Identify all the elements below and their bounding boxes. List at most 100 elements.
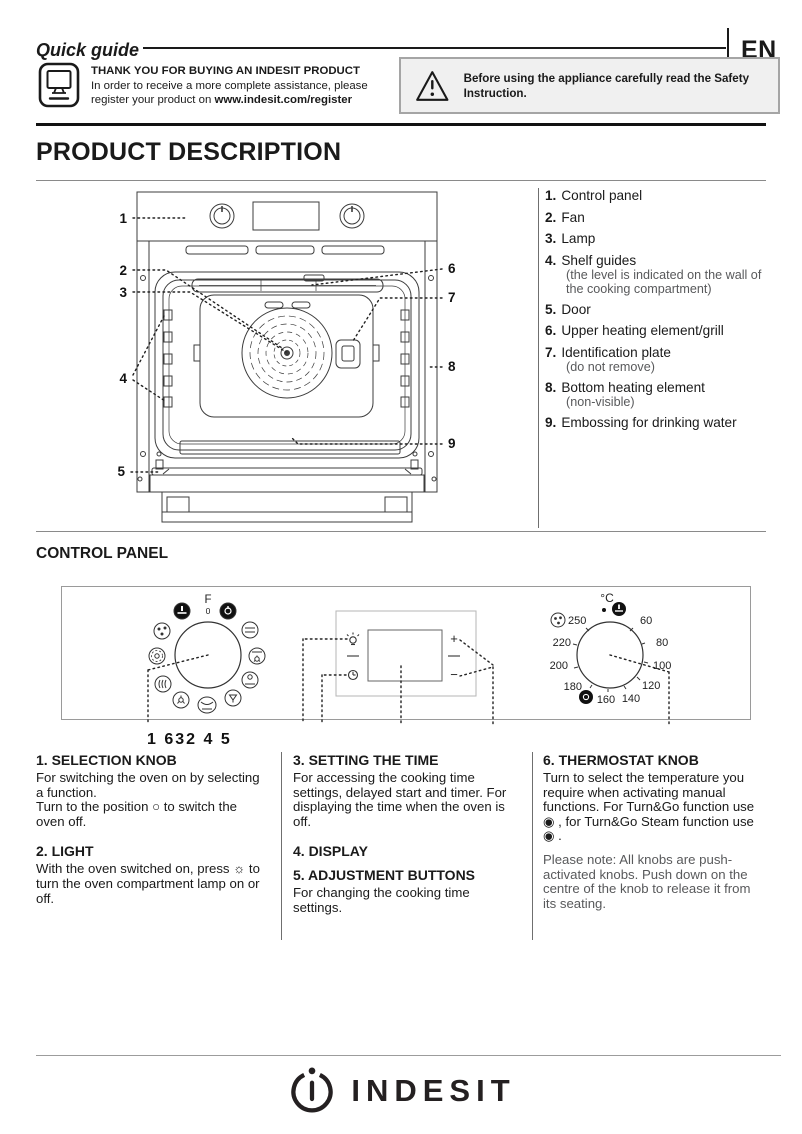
temp-250: 250 [568,615,586,627]
list-item: 9.Embossing for drinking water [545,415,765,432]
temp-220: 220 [553,637,571,649]
list-item: 2.Fan [545,210,765,227]
temp-200: 200 [550,660,568,672]
bottom-heat-fan-function-icon [241,671,259,689]
item-note: (do not remove) [566,360,655,375]
section-heading: 1. SELECTION KNOB [36,752,177,768]
shelf-guides [163,309,410,408]
register-url: www.indesit.com/register [214,94,353,106]
thermostat-ticks [572,627,649,692]
section-rule-thick [36,123,766,126]
callout-5: 5 [117,464,125,479]
oven-control-panel [136,191,438,242]
function-label: F [204,594,211,606]
list-item: 5.Door [545,302,765,319]
celsius-label: °C [600,591,614,605]
page-title: Quick guide [36,40,140,60]
fan-forced-function-icon [148,647,166,665]
temp-160: 160 [597,694,615,706]
item-note: (the level is indicated on the wall of t… [566,268,762,296]
callout-6: 6 [448,261,456,276]
thanks-line2: register your product on www.indesit.com… [91,93,368,108]
oven-diagram: 1 2 3 4 5 6 7 8 9 [117,191,456,523]
pizza-temp-icon [550,612,566,628]
section-paragraph: For switching the oven on by selecting a… [36,770,260,800]
drinking-water-embossing [179,440,401,455]
section-paragraph: Turn to the position ○ to switch the ove… [36,799,237,829]
section-paragraph: Turn to select the temperature you requi… [543,770,755,844]
callout-3: 3 [119,285,127,300]
item-label: Control panel [561,188,643,203]
list-item: 6.Upper heating element/grill [545,323,765,340]
brand-logo: INDESIT [0,1062,802,1116]
turn-and-go-icon [612,602,626,616]
item-label: Door [561,301,591,317]
brand-wordmark: INDESIT [351,1073,516,1108]
oven-knob-right [339,203,365,229]
warning-text: Before using the appliance carefully rea… [463,71,750,100]
temp-120: 120 [642,680,660,692]
steam-function-icon [154,675,172,693]
section-note: Please note: All knobs are push-activate… [543,851,751,911]
callout-9: 9 [448,436,456,451]
display-module [335,610,477,697]
control-panel-title: CONTROL PANEL [36,545,169,562]
header-rule [143,47,726,49]
callout-leaders [130,217,443,473]
item-label: Upper heating element/grill [561,323,724,339]
thermostat-knob [576,621,644,689]
section-heading: 4. DISPLAY [293,843,368,860]
item-note: (non-visible) [566,395,635,410]
fan [241,307,333,399]
display-screen [367,629,443,682]
section-heading: 2. LIGHT [36,843,94,860]
item-num: 3. [545,231,557,246]
knob-caption: 1 632 4 5 [147,731,232,748]
oven-door [154,271,420,459]
item-num: 4. [545,252,557,268]
indesit-ring-i-icon [291,1067,334,1113]
callout-7: 7 [448,290,456,305]
item-num: 8. [545,379,557,395]
computer-monitor-icon [38,62,80,108]
oven-back-panel [199,294,374,418]
column-2: 3. SETTING THE TIME For accessing the co… [281,752,532,940]
parts-list: 1.Control panel 2.Fan 3.Lamp 4.Shelf gui… [538,188,765,528]
fan-function-icon [172,691,190,709]
turn-and-go-steam-icon [219,602,237,620]
bottom-heat-function-icon [197,696,217,714]
item-label: Fan [561,209,585,225]
warning-triangle-icon [416,70,449,101]
item-label: Embossing for drinking water [561,415,737,431]
selection-knob [174,621,242,689]
minus-button-label: − [450,667,458,682]
register-text: THANK YOU FOR BUYING AN INDESIT PRODUCT … [91,62,368,108]
item-num: 7. [545,344,557,360]
section-heading: 3. SETTING THE TIME [293,752,439,768]
section-paragraph: With the oven switched on, press ☼ to tu… [36,861,260,906]
callout-4: 4 [119,371,127,386]
list-item: 1.Control panel [545,188,765,205]
turn-and-go-steam-icon [579,690,593,704]
callout-1: 1 [119,211,127,226]
turn-and-go-icon [173,602,191,620]
plus-button-label: + [450,631,458,646]
item-num: 9. [545,415,557,431]
footer-rule [36,1055,781,1056]
thanks-line2-prefix: register your product on [91,94,215,106]
oven-display [252,201,320,231]
item-num: 6. [545,323,557,339]
pizza-function-icon [153,622,171,640]
off-position-label: 0 [206,606,211,616]
grill-function-icon [241,621,259,639]
temp-140: 140 [622,693,640,705]
grill-fan-function-icon [248,647,266,665]
temp-60: 60 [640,615,652,627]
thermostat-mark-dot [602,608,606,612]
section-rule-thin [36,180,766,181]
thanks-line1: In order to receive a more complete assi… [91,79,368,92]
explanation-columns: 1. SELECTION KNOB For switching the oven… [36,752,766,940]
thanks-heading: THANK YOU FOR BUYING AN INDESIT PRODUCT [91,65,360,77]
list-item: 7.Identification plate(do not remove) [545,345,765,375]
